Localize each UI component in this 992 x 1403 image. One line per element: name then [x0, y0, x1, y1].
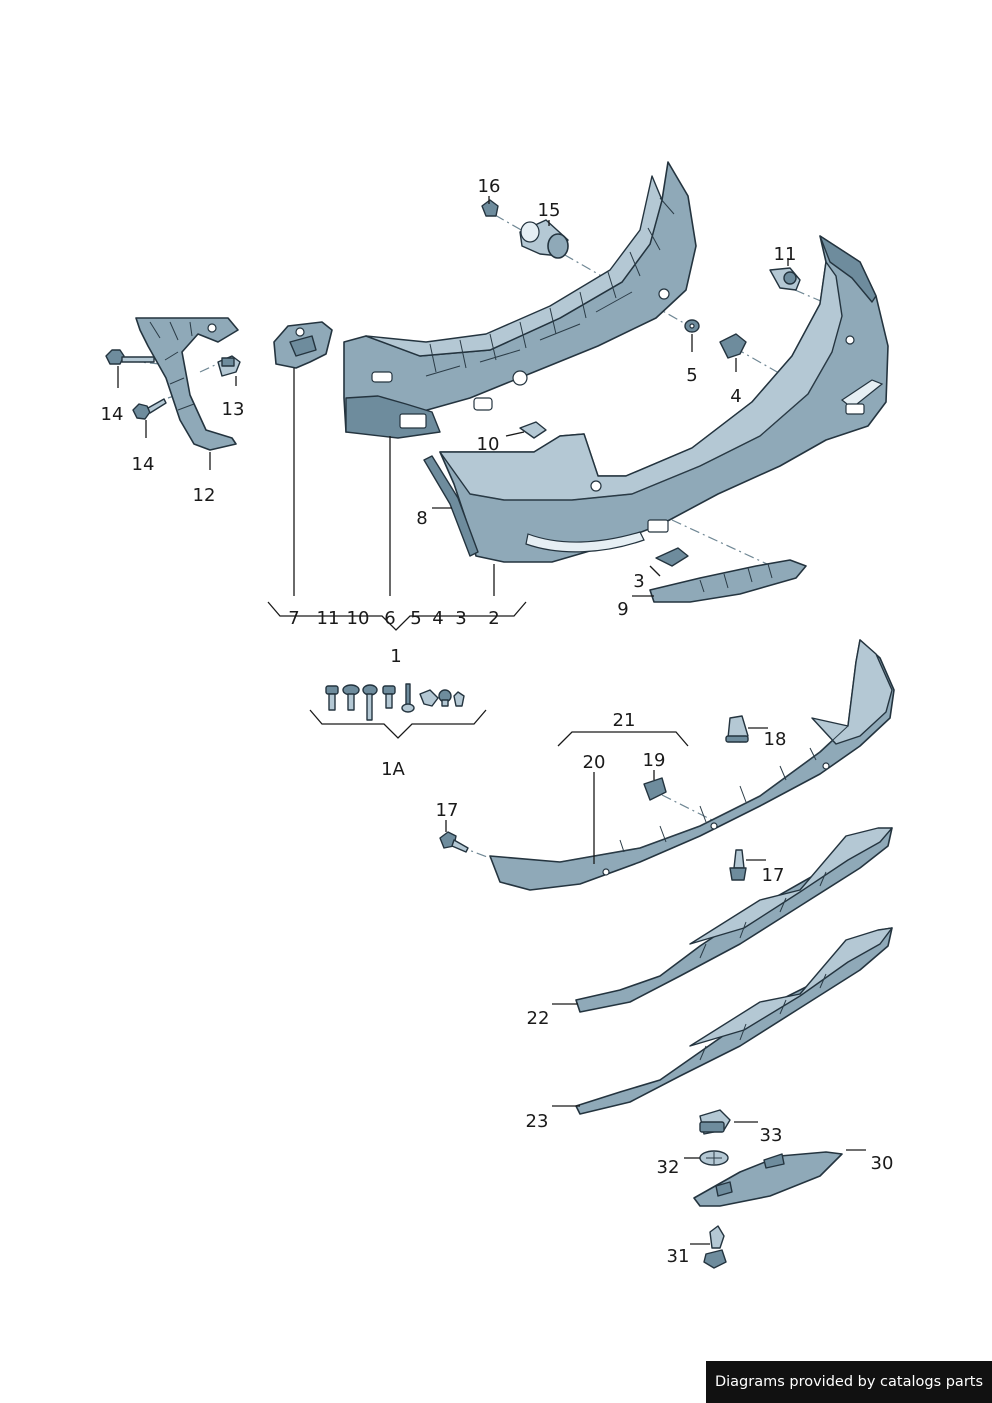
callout-17-left: 17	[436, 800, 459, 821]
lower-trim-part-20	[489, 639, 895, 891]
group-item-6: 6	[384, 608, 395, 629]
cap-16	[481, 199, 499, 217]
callout-20: 20	[583, 752, 606, 773]
nut-18	[725, 715, 749, 743]
reflector-strip-9	[649, 559, 807, 603]
group-item-4: 4	[432, 608, 443, 629]
cover-plate-30	[693, 1151, 843, 1207]
callout-33: 33	[760, 1125, 783, 1146]
fastener-kit-1A	[325, 683, 465, 721]
group-item-5: 5	[410, 608, 421, 629]
callout-17-right: 17	[762, 865, 785, 886]
leader-lines	[117, 196, 866, 1245]
bumper-cover-part-2	[439, 235, 889, 563]
group-item-7: 7	[288, 608, 299, 629]
clip-19	[643, 777, 667, 801]
callout-13: 13	[222, 399, 245, 420]
nut-5	[684, 319, 700, 333]
callout-18: 18	[764, 729, 787, 750]
callout-labels: 16 15 11 5 4 13 14 14 12 10 8 3 9 7 11 1…	[101, 176, 894, 1267]
screw-17-left	[439, 831, 469, 853]
callout-22: 22	[527, 1008, 550, 1029]
clip-13	[217, 355, 241, 377]
clip-33	[699, 1109, 731, 1135]
callout-30: 30	[871, 1153, 894, 1174]
callout-1: 1	[390, 646, 401, 667]
side-bracket-part	[135, 317, 239, 451]
callout-23: 23	[526, 1111, 549, 1132]
callout-4-clip: 4	[730, 386, 741, 407]
bolt-14-upper	[105, 349, 155, 365]
trim-strip-8	[423, 455, 479, 557]
callout-31: 31	[667, 1246, 690, 1267]
cover-cap-3	[655, 547, 689, 567]
sensor-11	[769, 267, 801, 291]
group-item-10: 10	[347, 608, 370, 629]
callout-21: 21	[613, 710, 636, 731]
callout-10-clip: 10	[477, 434, 500, 455]
sensor-holder-15	[519, 219, 569, 259]
callout-12: 12	[193, 485, 216, 506]
clip-31	[703, 1225, 727, 1269]
credit-banner: Diagrams provided by catalogs parts	[706, 1361, 992, 1403]
screw-17-right	[729, 849, 747, 881]
callout-3-cap: 3	[633, 571, 644, 592]
callout-5-nut: 5	[686, 365, 697, 386]
clip-10	[519, 421, 547, 439]
callout-14-lower: 14	[132, 454, 155, 475]
bolt-14-lower	[132, 398, 167, 420]
group-item-2: 2	[488, 608, 499, 629]
callout-16: 16	[478, 176, 501, 197]
callout-11-sensor: 11	[774, 244, 797, 265]
clip-4	[719, 333, 747, 359]
callout-19: 19	[643, 750, 666, 771]
callout-1A: 1A	[381, 759, 405, 780]
callout-14-upper: 14	[101, 404, 124, 425]
callout-8: 8	[416, 508, 427, 529]
callout-32: 32	[657, 1157, 680, 1178]
diffuser-insert-22	[575, 827, 893, 1013]
callout-15: 15	[538, 200, 561, 221]
group-item-3: 3	[455, 608, 466, 629]
washer-32	[699, 1150, 729, 1166]
callout-9: 9	[617, 599, 628, 620]
impact-absorber-part-6	[343, 161, 697, 439]
mounting-bracket-7	[273, 321, 333, 369]
group-item-11: 11	[317, 608, 340, 629]
diffuser-insert-23	[575, 927, 893, 1115]
